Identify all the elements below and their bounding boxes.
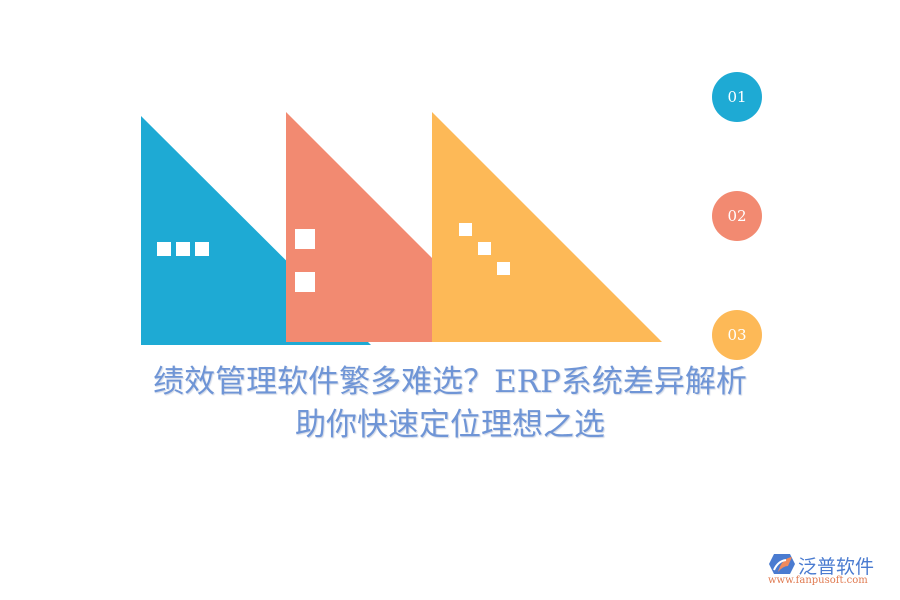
logo-name: 泛普软件	[798, 556, 875, 578]
salmon-marker-1	[295, 229, 315, 249]
blue-marker-2	[176, 242, 190, 256]
salmon-triangle	[286, 112, 432, 342]
orange-triangle	[432, 112, 662, 342]
step-label: 02	[727, 207, 747, 225]
step-circle-03: 03	[712, 310, 762, 360]
orange-marker-2	[478, 242, 491, 255]
step-label: 03	[727, 326, 747, 344]
step-circle-01: 01	[712, 72, 762, 122]
fanpu-logo-icon	[769, 554, 795, 574]
blue-marker-1	[157, 242, 171, 256]
orange-marker-1	[459, 223, 472, 236]
title-line-2: 助你快速定位理想之选	[295, 407, 605, 443]
title-line-1: 绩效管理软件繁多难选？ERP系统差异解析	[153, 364, 747, 400]
step-label: 01	[727, 88, 747, 106]
step-circle-02: 02	[712, 191, 762, 241]
orange-marker-3	[497, 262, 510, 275]
blue-marker-3	[195, 242, 209, 256]
salmon-marker-2	[295, 272, 315, 292]
fanpu-logo: 泛普软件 www.fanpusoft.com	[768, 552, 893, 592]
logo-url: www.fanpusoft.com	[768, 575, 868, 586]
